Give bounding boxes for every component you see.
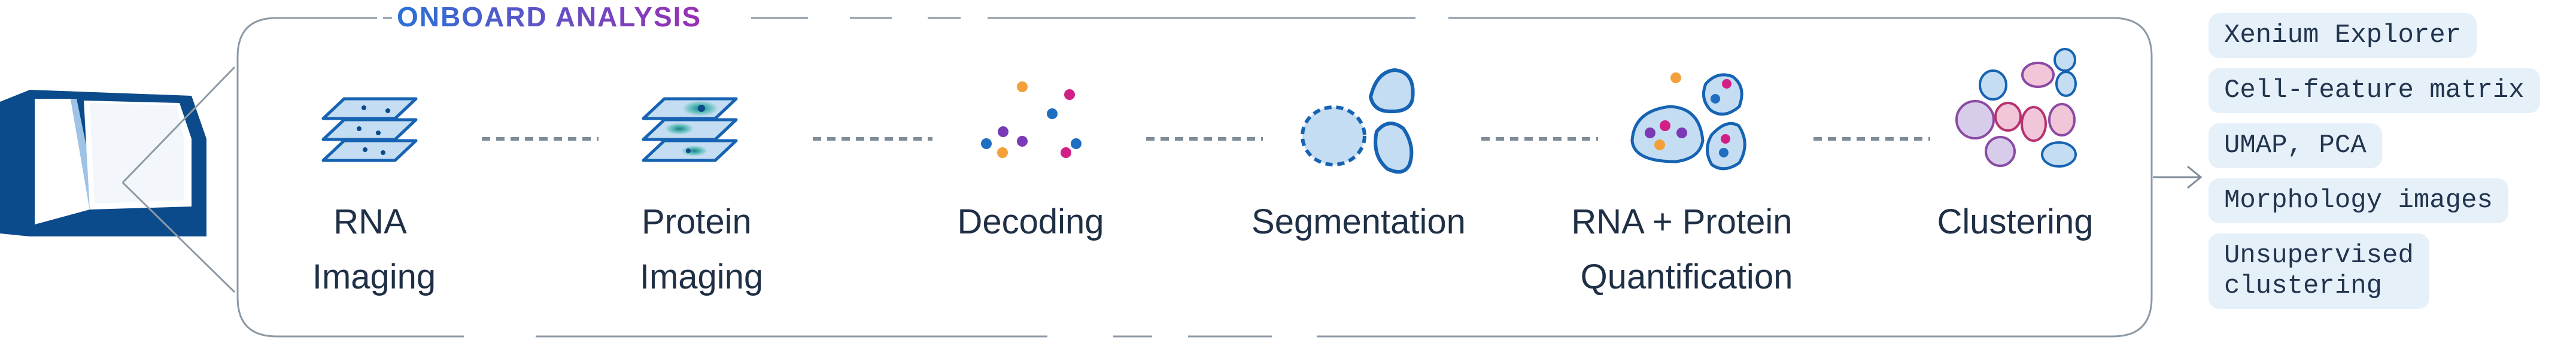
clustering-icon bbox=[1955, 48, 2077, 168]
output-xenium-explorer: Xenium Explorer bbox=[2209, 13, 2477, 58]
segmentation-icon bbox=[1301, 68, 1415, 174]
output-cell-feature-matrix: Cell-feature matrix bbox=[2209, 68, 2540, 113]
section-title: ONBOARD ANALYSIS bbox=[397, 1, 701, 32]
zoom-line-top bbox=[121, 66, 236, 184]
analysis-frame bbox=[236, 17, 2153, 338]
output-arrow bbox=[2153, 165, 2203, 189]
step-label-protein-imaging: Protein Imaging bbox=[640, 202, 763, 296]
step-labels: RNA Imaging Protein Imaging Decoding Seg… bbox=[312, 202, 2094, 296]
instrument-icon bbox=[0, 90, 206, 236]
zoom-line-bottom bbox=[121, 181, 236, 293]
quantification-icon bbox=[1630, 72, 1746, 171]
output-umap-pca: UMAP, PCA bbox=[2209, 123, 2382, 168]
protein-imaging-icon bbox=[642, 97, 738, 162]
output-morphology-images: Morphology images bbox=[2209, 178, 2508, 223]
step-label-rna-imaging: RNA Imaging bbox=[312, 202, 436, 296]
step-label-quantification: RNA + Protein Quantification bbox=[1571, 202, 1802, 296]
output-unsupervised-clustering: Unsupervised clustering bbox=[2209, 233, 2429, 309]
rna-imaging-icon bbox=[321, 97, 418, 162]
step-label-segmentation: Segmentation bbox=[1251, 202, 1466, 241]
step-label-clustering: Clustering bbox=[1937, 202, 2093, 241]
step-label-decoding: Decoding bbox=[957, 202, 1104, 241]
output-list: Xenium Explorer Cell-feature matrix UMAP… bbox=[2209, 13, 2568, 319]
decoding-icon bbox=[981, 81, 1082, 158]
